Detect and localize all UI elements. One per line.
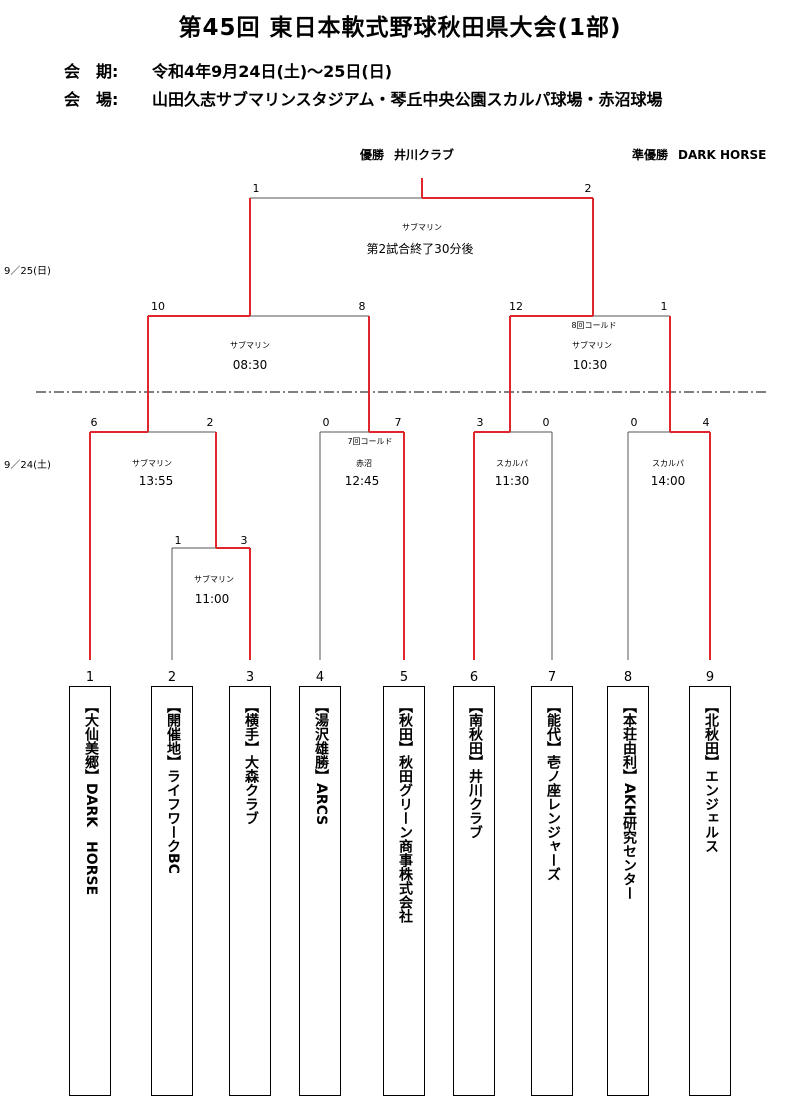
team-seed-6: 6 [469, 670, 479, 685]
team-seed-1: 1 [85, 670, 95, 685]
qf3-time: 11:30 [494, 474, 530, 488]
team-box-8: 【本荘由利】AKH研究センター [607, 686, 649, 1096]
sf1-left-score: 10 [151, 300, 165, 313]
qf3-right-score: 0 [542, 416, 550, 429]
qf2-note: 7回コールド [347, 437, 393, 446]
runner-up-label: 準優勝 [632, 148, 669, 162]
qf1-left-score: 6 [90, 416, 98, 429]
team-box-4: 【湯沢雄勝】ARCS [299, 686, 341, 1096]
team-box-1: 【大仙美郷】DARK HORSE [69, 686, 111, 1096]
day-label-25: 9／25(日) [4, 266, 51, 277]
venue-line: 会 場: 山田久志サブマリンスタジアム・琴丘中央公園スカルパ球場・赤沼球場 [64, 86, 663, 110]
r1-left-score: 1 [174, 534, 182, 547]
r1-right-score: 3 [240, 534, 248, 547]
team-name-6: 【南秋田】井川クラブ [467, 699, 483, 839]
r1-time: 11:00 [194, 592, 230, 606]
runner-up-team: DARK HORSE [678, 148, 767, 162]
team-box-6: 【南秋田】井川クラブ [453, 686, 495, 1096]
team-box-7: 【能代】壱ノ座レンジャーズ [531, 686, 573, 1096]
qf4-right-score: 4 [702, 416, 710, 429]
final-venue: サブマリン [402, 223, 442, 232]
venue-value: 山田久志サブマリンスタジアム・琴丘中央公園スカルパ球場・赤沼球場 [152, 90, 663, 109]
period-line: 会 期: 令和4年9月24日(土)～25日(日) [64, 58, 392, 82]
final-right-score: 2 [584, 182, 592, 195]
qf4-time: 14:00 [650, 474, 686, 488]
sf1-right-score: 8 [358, 300, 366, 313]
page-title: 第45回 東日本軟式野球秋田県大会(1部) [178, 15, 622, 41]
team-name-2: 【開催地】ライフワークBC [165, 699, 181, 874]
team-box-3: 【横手】大森クラブ [229, 686, 271, 1096]
qf4-venue: スカルパ [652, 459, 684, 468]
team-seed-4: 4 [315, 670, 325, 685]
team-box-2: 【開催地】ライフワークBC [151, 686, 193, 1096]
winner-result: 優勝井川クラブ [360, 146, 454, 163]
qf1-time: 13:55 [138, 474, 174, 488]
team-seed-9: 9 [705, 670, 715, 685]
team-name-8: 【本荘由利】AKH研究センター [621, 699, 637, 901]
sf2-note: 8回コールド [571, 321, 617, 330]
team-name-5: 【秋田】秋田グリーン商事株式会社 [397, 699, 413, 923]
team-name-1: 【大仙美郷】DARK HORSE [83, 699, 99, 896]
qf1-venue: サブマリン [132, 459, 172, 468]
sf2-time: 10:30 [572, 358, 608, 372]
team-name-9: 【北秋田】エンジェルス [703, 699, 719, 853]
qf2-time: 12:45 [344, 474, 380, 488]
sf2-venue: サブマリン [572, 341, 612, 350]
r1-venue: サブマリン [194, 575, 234, 584]
venue-label: 会 場: [64, 90, 119, 109]
team-box-5: 【秋田】秋田グリーン商事株式会社 [383, 686, 425, 1096]
winner-team: 井川クラブ [394, 148, 455, 162]
period-label: 会 期: [64, 62, 119, 81]
qf2-venue: 赤沼 [356, 459, 372, 468]
period-value: 令和4年9月24日(土)～25日(日) [152, 62, 393, 81]
team-seed-5: 5 [399, 670, 409, 685]
sf1-time: 08:30 [232, 358, 268, 372]
team-seed-3: 3 [245, 670, 255, 685]
team-name-4: 【湯沢雄勝】ARCS [313, 699, 329, 826]
team-name-7: 【能代】壱ノ座レンジャーズ [545, 699, 561, 881]
qf3-venue: スカルパ [496, 459, 528, 468]
team-seed-7: 7 [547, 670, 557, 685]
final-left-score: 1 [252, 182, 260, 195]
team-box-9: 【北秋田】エンジェルス [689, 686, 731, 1096]
qf2-left-score: 0 [322, 416, 330, 429]
qf1-right-score: 2 [206, 416, 214, 429]
qf4-left-score: 0 [630, 416, 638, 429]
day-label-24: 9／24(土) [4, 460, 51, 471]
team-name-3: 【横手】大森クラブ [243, 699, 259, 825]
sf1-venue: サブマリン [230, 341, 270, 350]
team-seed-8: 8 [623, 670, 633, 685]
qf2-right-score: 7 [394, 416, 402, 429]
sf2-right-score: 1 [660, 300, 668, 313]
qf3-left-score: 3 [476, 416, 484, 429]
runner-up-result: 準優勝 DARK HORSE [632, 146, 766, 163]
team-seed-2: 2 [167, 670, 177, 685]
sf2-left-score: 12 [509, 300, 523, 313]
winner-label: 優勝 [360, 148, 385, 162]
final-time: 第2試合終了30分後 [366, 242, 474, 256]
